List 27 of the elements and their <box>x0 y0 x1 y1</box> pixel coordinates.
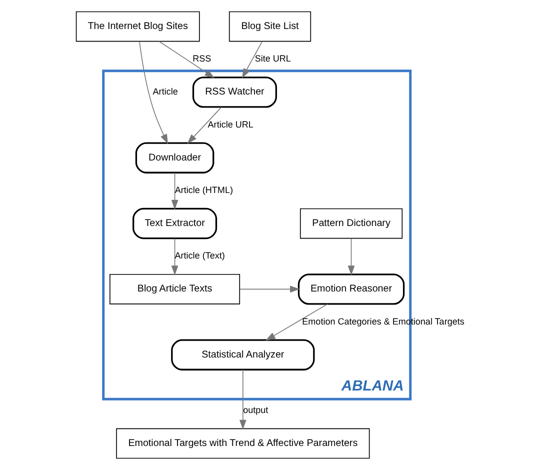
arrow <box>171 238 178 276</box>
edge-label: RSS <box>192 54 212 64</box>
node-box: Pattern Dictionary <box>300 208 403 239</box>
node-box: RSS Watcher <box>192 76 277 108</box>
edge-label: Article URL <box>208 119 254 130</box>
edge-label: Article (Text) <box>174 250 225 261</box>
node-box: Blog Site List <box>228 11 312 42</box>
node-box: Downloader <box>135 142 214 174</box>
edge-label: Article (HTML) <box>174 184 233 195</box>
arrow <box>348 238 355 276</box>
node-box: Emotion Reasoner <box>298 274 405 305</box>
node-box: Emotional Targets with Trend & Affective Parameters <box>116 428 370 459</box>
arrow <box>158 40 215 78</box>
arrow <box>187 106 222 144</box>
arrow <box>171 172 178 210</box>
node-box: Statistical Analyzer <box>171 339 315 370</box>
arrow <box>139 40 168 144</box>
arrow <box>266 304 328 341</box>
arrow <box>242 41 263 78</box>
edge-label: output <box>243 404 268 415</box>
edge-label: Site URL <box>254 54 291 64</box>
edge-label: Article <box>152 86 178 96</box>
arrow <box>239 369 246 430</box>
node-box: The Internet Blog Sites <box>76 11 200 42</box>
node-box: Text Extractor <box>132 208 218 240</box>
arrow <box>240 286 300 293</box>
node-box: Blog Article Texts <box>110 274 240 304</box>
